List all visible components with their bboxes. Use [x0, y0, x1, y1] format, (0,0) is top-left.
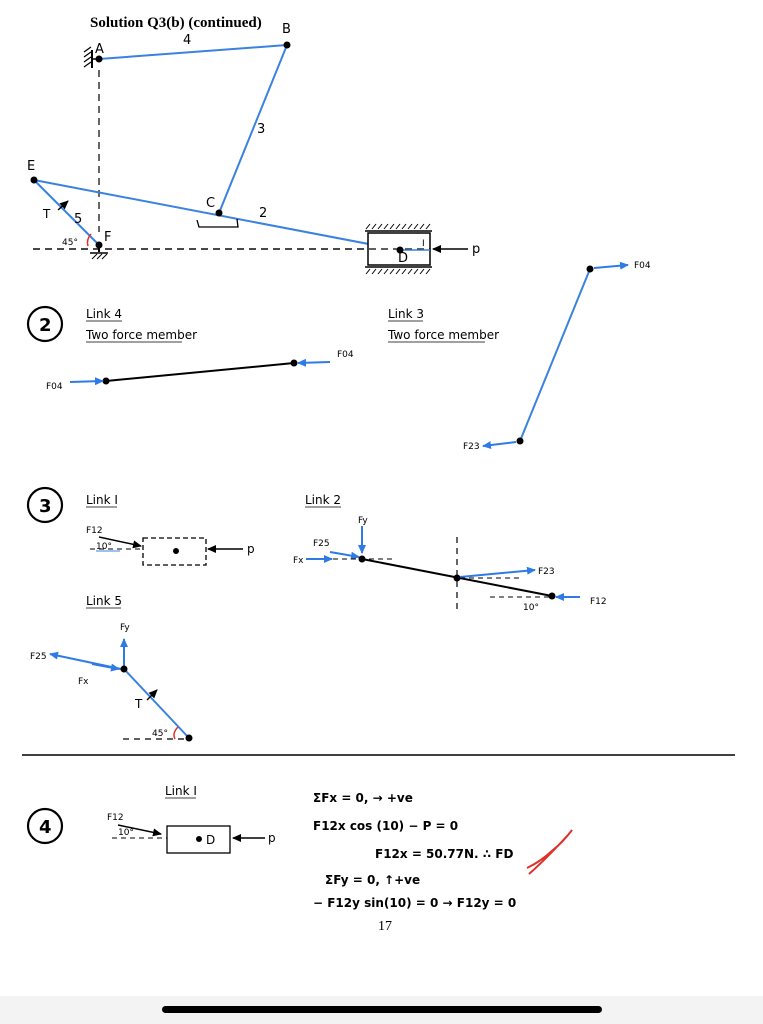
step4-link1-f12-label: F12	[107, 813, 124, 823]
link4-f04-right-arrow	[297, 358, 331, 367]
step3-link5-t-arrow	[146, 689, 158, 701]
link3-f23-arrow	[482, 441, 517, 450]
link4-f04-left-arrow	[69, 377, 104, 386]
link-4-line	[98, 44, 288, 60]
step3-link2-f23-arrow	[459, 566, 536, 578]
joint-a	[95, 55, 103, 63]
mechanism-diagram: A B C E F D 4 3 2 5 T 45° p I	[27, 22, 480, 275]
step4-link1-p-label: p	[268, 831, 276, 845]
link3-subtitle: Two force member	[387, 328, 499, 342]
link-2-number: 2	[259, 206, 267, 221]
force-t-label: T	[42, 207, 51, 221]
step3-link1-f12-arrow	[98, 536, 142, 549]
step4-link1-title: Link I	[165, 784, 197, 798]
step3-link5-angle: 45°	[152, 729, 168, 739]
link4-title: Link 4	[86, 307, 122, 321]
step3-link1-block	[142, 537, 207, 566]
link3-fbd-bar	[519, 268, 591, 442]
link4-fbd-left-pin	[102, 377, 110, 385]
step3-link2-angle: 10°	[523, 603, 539, 613]
equation-sum-fx: ΣFx = 0, → +ve	[313, 791, 413, 805]
step3-link2-title: Link 2	[305, 493, 341, 507]
step3-link5-fy-label: Fy	[120, 623, 130, 633]
point-a-label: A	[95, 42, 104, 57]
point-f-label: F	[104, 230, 111, 245]
link3-f04-arrow	[593, 261, 629, 270]
home-indicator[interactable]	[162, 1006, 602, 1013]
link3-f23-label: F23	[463, 442, 480, 452]
joint-d	[396, 246, 404, 254]
joint-e	[30, 176, 38, 184]
slider-mark: I	[422, 239, 425, 249]
equation-fy-result: − F12y sin(10) = 0 → F12y = 0	[313, 896, 516, 910]
angle-45-arc	[86, 233, 92, 247]
link4-subtitle: Two force member	[85, 328, 197, 342]
step3-link5-f25-label: F25	[30, 652, 47, 662]
step3-link5-title: Link 5	[86, 594, 122, 608]
step3-link2-f25-label: F25	[313, 539, 330, 549]
slider-d	[33, 223, 432, 275]
step3-link1-f12-label: F12	[86, 526, 103, 536]
page-number: 17	[378, 919, 392, 934]
point-b-label: B	[282, 22, 291, 37]
step3-link2-f23-label: F23	[538, 567, 555, 577]
link-4-number: 4	[183, 33, 191, 48]
angle-45-label: 45°	[62, 238, 78, 248]
joint-b	[283, 41, 291, 49]
equation-fx-result: F12x = 50.77N. ∴ FD	[375, 847, 514, 861]
link3-fbd-bottom-pin	[516, 437, 524, 445]
step3-link5-bar	[123, 668, 190, 739]
link3-title: Link 3	[388, 307, 424, 321]
force-p-label: p	[472, 242, 480, 257]
link4-f04-left-label: F04	[46, 382, 63, 392]
page-title: Solution Q3(b) (continued)	[90, 15, 262, 31]
point-c-label: C	[206, 196, 215, 211]
step3-link2-f12-label: F12	[590, 597, 607, 607]
point-d-label: D	[398, 251, 408, 266]
step4-link1-d-label: D	[206, 833, 215, 847]
step4-link1-angle: 10°	[118, 828, 134, 838]
step4-link1-block	[166, 825, 231, 854]
joint-f	[95, 241, 103, 249]
step4-link1-f12-arrow	[117, 824, 162, 837]
link4-fbd-bar	[105, 362, 295, 382]
link3-f04-label: F04	[634, 261, 651, 271]
joint-c-bracket	[196, 218, 239, 228]
step3-link1-p-label: p	[247, 542, 255, 556]
step3-link1-title: Link I	[86, 493, 118, 507]
step3-link5-fx-label: Fx	[78, 677, 89, 687]
ground-support-a-icon	[83, 46, 99, 68]
step-2-number: 2	[39, 315, 52, 336]
link-3-number: 3	[257, 122, 265, 137]
link-5-line	[33, 179, 100, 246]
link4-fbd-right-pin	[290, 359, 298, 367]
step3-link2-fx-label: Fx	[293, 556, 304, 566]
equation-sum-fy: ΣFy = 0, ↑+ve	[325, 873, 420, 887]
point-e-label: E	[27, 159, 35, 174]
step3-link2-fy-label: Fy	[358, 516, 368, 526]
step3-link1-angle: 10°	[96, 542, 112, 552]
joint-c	[215, 209, 223, 217]
step3-link5-t-label: T	[134, 697, 143, 711]
link-3-line	[218, 44, 288, 214]
equation-fx-balance: F12x cos (10) − P = 0	[313, 819, 458, 833]
force-t-arrow	[57, 200, 69, 211]
step-2-section: 2 Link 4 Two force member F04 F04 Link 3…	[26, 261, 651, 452]
link3-fbd-top-pin	[586, 265, 594, 273]
step-4-number: 4	[39, 817, 52, 838]
step3-link2-f25-arrow	[329, 551, 360, 560]
step3-link5-fx-arrow	[91, 663, 120, 672]
step-3-number: 3	[39, 496, 52, 517]
step-4-section: 4 Link I F12 10° D p ΣFx = 0, → +ve F12x…	[26, 784, 573, 910]
link4-f04-right-label: F04	[337, 350, 354, 360]
step-3-circle	[26, 486, 64, 524]
step-2-circle	[26, 305, 64, 343]
step-3-section: 3 Link I F12 10° p Link 2 Fy Fx F25 F23 …	[26, 486, 607, 742]
red-checkmark	[526, 829, 573, 875]
step-4-circle	[26, 807, 64, 845]
link-5-number: 5	[74, 212, 82, 227]
